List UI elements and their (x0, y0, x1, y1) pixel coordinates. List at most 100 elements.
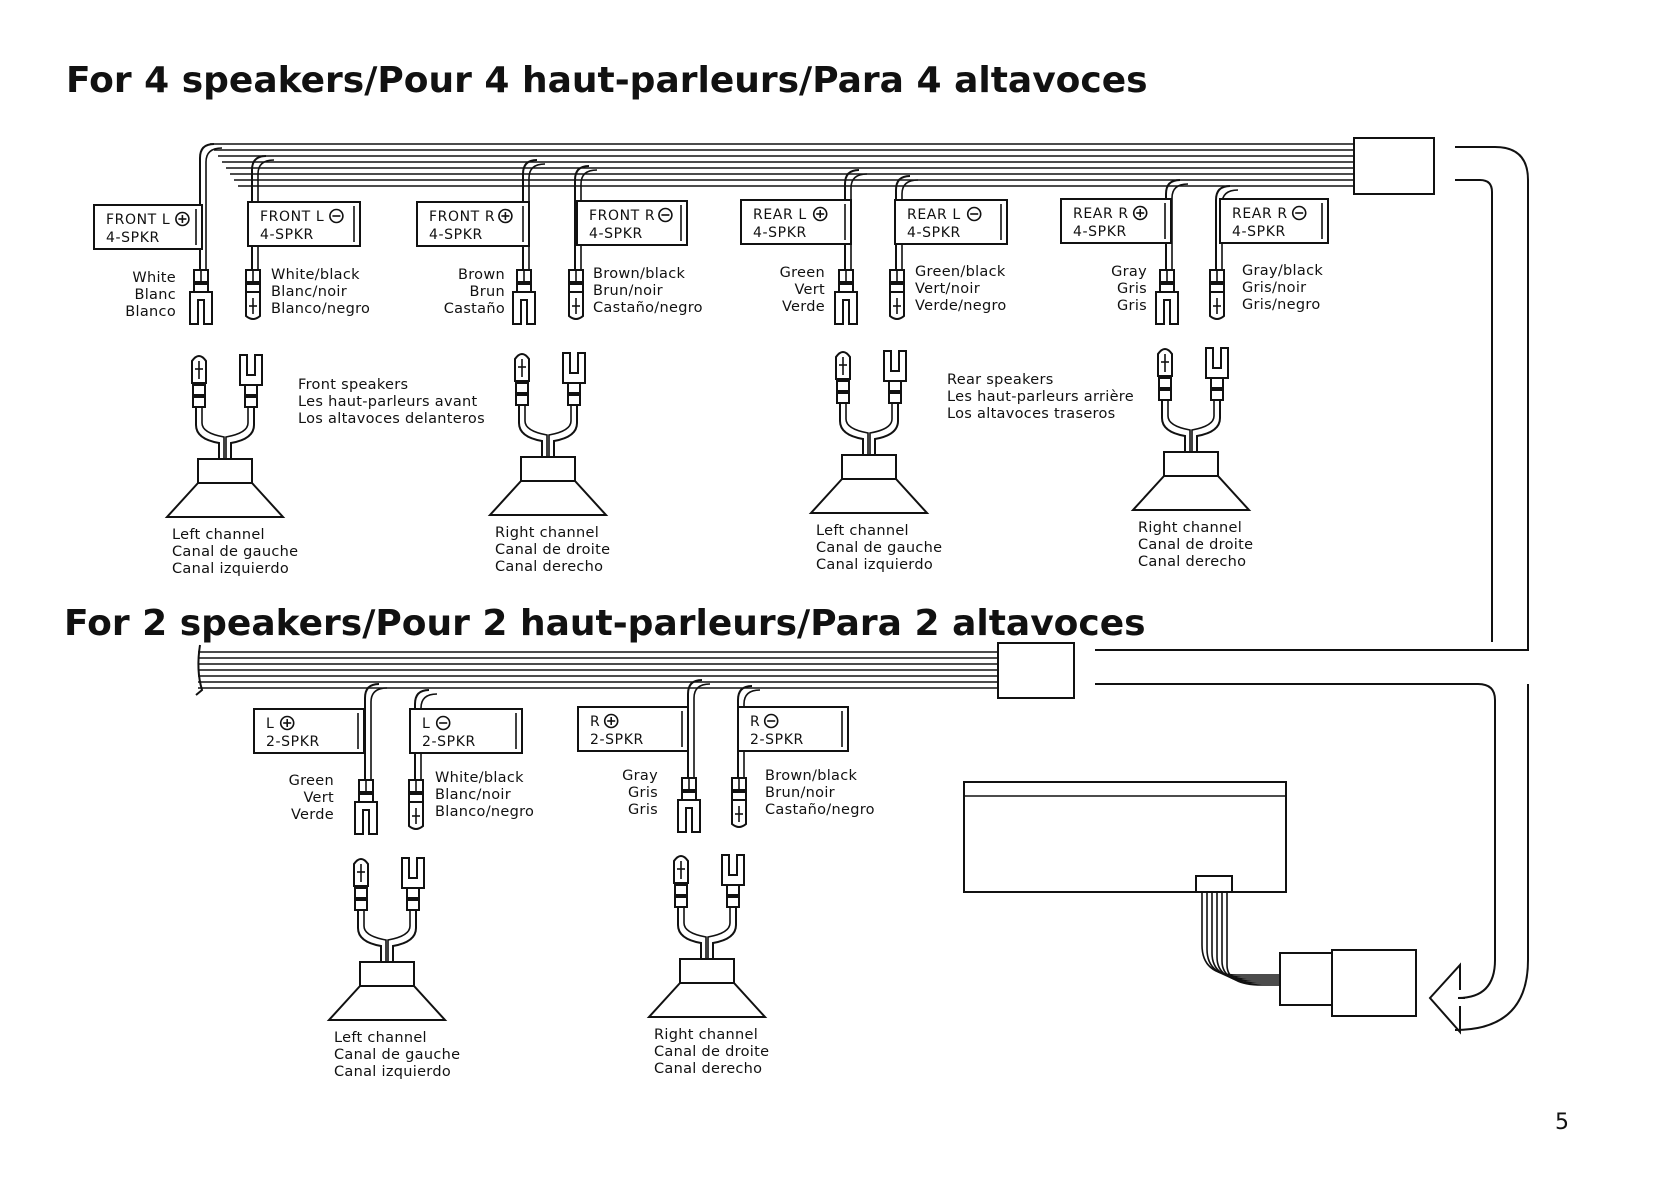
minus-icon (658, 207, 673, 223)
four-wire-color-2-2: Castaño (444, 301, 505, 317)
four-wire-color-7-1: Gris/noir (1242, 280, 1306, 296)
four-wire-color-6-2: Gris (1117, 298, 1147, 314)
four-terminal-label-4: REAR L (753, 207, 807, 223)
four-wire-color-5-1: Vert/noir (915, 281, 980, 297)
two-terminal-type-0: 2-SPKR (266, 734, 320, 750)
four-wire-color-5-2: Verde/negro (915, 298, 1007, 314)
plus-icon (1132, 205, 1148, 221)
speaker-icon (841, 454, 897, 480)
four-terminal-label-3: FRONT R (589, 208, 655, 224)
harness-connector (1353, 137, 1435, 195)
two-wire-color-3-1: Brun/noir (765, 785, 835, 801)
four-wire-color-0-0: White (132, 270, 176, 286)
speaker-icon (359, 961, 415, 987)
plus-icon (279, 715, 295, 731)
four-terminal-type-0: 4-SPKR (106, 230, 160, 246)
four-wire-color-4-0: Green (780, 265, 825, 281)
four-speaker-label-3-1: Canal de droite (1138, 537, 1253, 553)
four-terminal-label-7: REAR R (1232, 206, 1288, 222)
two-speaker-harness (195, 642, 1075, 795)
two-wire-color-2-1: Gris (628, 785, 658, 801)
minus-icon (763, 713, 779, 729)
minus-icon (329, 208, 344, 224)
four-wire-color-2-1: Brun (470, 284, 506, 300)
two-terminal-type-3: 2-SPKR (750, 732, 804, 748)
four-speaker-label-2-1: Canal de gauche (816, 540, 942, 556)
two-terminal-type-1: 2-SPKR (422, 734, 476, 750)
four-wire-color-2-0: Brown (458, 267, 505, 283)
four-terminal-type-1: 4-SPKR (260, 227, 314, 243)
four-speaker-harness (199, 137, 1435, 285)
plus-icon (498, 208, 513, 224)
four-wire-color-1-0: White/black (271, 267, 360, 283)
front-speakers-label-es: Los altavoces delanteros (298, 411, 485, 427)
two-wire-color-0-0: Green (289, 773, 334, 789)
two-wire-color-3-2: Castaño/negro (765, 802, 875, 818)
four-terminal-label-2: FRONT R (429, 209, 495, 225)
four-wire-color-1-2: Blanco/negro (271, 301, 370, 317)
plus-icon (175, 211, 190, 227)
four-wire-color-3-2: Castaño/negro (593, 300, 703, 316)
four-terminal-type-5: 4-SPKR (907, 225, 961, 241)
four-wire-color-6-0: Gray (1111, 264, 1147, 280)
page-number: 5 (1555, 1110, 1569, 1135)
speaker-icon (1163, 451, 1219, 477)
four-speaker-heading: For 4 speakers/Pour 4 haut-parleurs/Para… (66, 60, 1148, 101)
four-wire-color-7-2: Gris/negro (1242, 297, 1321, 313)
four-terminal-type-2: 4-SPKR (429, 227, 483, 243)
head-unit (963, 781, 1417, 1017)
head-unit-connector (1331, 949, 1417, 1017)
two-wire-color-1-1: Blanc/noir (435, 787, 511, 803)
two-wire-color-1-2: Blanco/negro (435, 804, 534, 820)
four-speaker-label-0-2: Canal izquierdo (172, 561, 289, 577)
four-wire-color-7-0: Gray/black (1242, 263, 1323, 279)
two-wire-color-3-0: Brown/black (765, 768, 857, 784)
four-speaker-label-0-1: Canal de gauche (172, 544, 298, 560)
connection-arrow (1095, 146, 1529, 1035)
four-speaker-label-2-0: Left channel (816, 523, 909, 539)
minus-icon (1291, 205, 1307, 221)
four-wire-color-5-0: Green/black (915, 264, 1006, 280)
plus-icon (812, 206, 828, 222)
rear-speakers-label: Rear speakers Les haut-parleurs arrière … (947, 372, 1134, 422)
four-wire-color-1-1: Blanc/noir (271, 284, 347, 300)
two-wire-color-2-2: Gris (628, 802, 658, 818)
four-terminal-type-4: 4-SPKR (753, 225, 807, 241)
two-terminal-type-2: 2-SPKR (590, 732, 644, 748)
four-wire-color-4-1: Vert (794, 282, 825, 298)
four-terminal-type-3: 4-SPKR (589, 226, 643, 242)
front-speakers-label: Front speakers Les haut-parleurs avant L… (298, 377, 485, 427)
minus-icon (966, 206, 982, 222)
minus-icon (435, 715, 451, 731)
four-speaker-label-3-0: Right channel (1138, 520, 1242, 536)
two-speaker-label-0-0: Left channel (334, 1030, 427, 1046)
two-wire-color-1-0: White/black (435, 770, 524, 786)
harness-connector-2spkr (997, 642, 1075, 699)
four-terminal-1: FRONT L4-SPKRWhite/blackBlanc/noirBlanco… (245, 201, 370, 320)
four-speaker-label-3-2: Canal derecho (1138, 554, 1246, 570)
two-speaker-terminals: L2-SPKRGreenVertVerdeL2-SPKRWhite/blackB… (253, 706, 875, 835)
plus-icon (603, 713, 619, 729)
two-terminal-label-1: L (422, 716, 430, 732)
two-speaker-label-0-2: Canal izquierdo (334, 1064, 451, 1080)
four-terminal-label-0: FRONT L (106, 212, 170, 228)
rear-speakers-label-es: Los altavoces traseros (947, 406, 1116, 422)
two-wire-color-0-2: Verde (291, 807, 334, 823)
four-wire-color-6-1: Gris (1117, 281, 1147, 297)
two-speaker-heading: For 2 speakers/Pour 2 haut-parleurs/Para… (64, 603, 1146, 644)
four-terminal-3: FRONT R4-SPKRBrown/blackBrun/noirCastaño… (568, 200, 703, 320)
front-speakers-label-en: Front speakers (298, 377, 408, 393)
